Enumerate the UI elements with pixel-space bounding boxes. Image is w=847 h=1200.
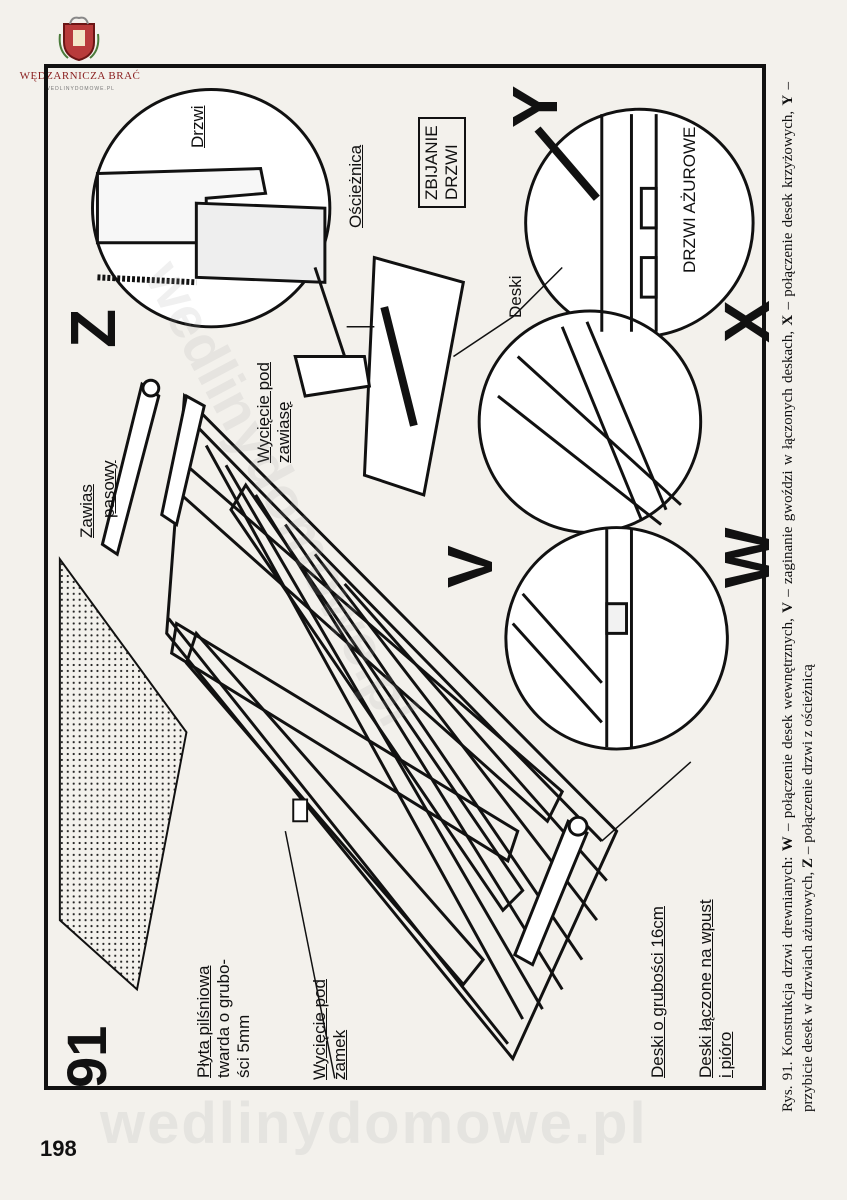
caption-prefix: Rys. 91. [780,1061,796,1112]
figure-number: 91 [55,1025,118,1088]
caption-title: Konstrukcja drzwi drewnianych: [780,856,796,1057]
door-construction-drawing [58,87,755,1079]
figure-frame: 91 Z Y X W V Drzwi Ościeżnica ZBIJANIE D… [44,64,783,1090]
detail-letter-y: Y [499,85,571,128]
strap-hinge-icon [100,378,589,967]
detail-letter-z: Z [57,308,129,348]
label-zawias-pasowy: Zawias pasowy [77,460,118,538]
bottom-watermark: wedlinydomowe.pl [100,1091,648,1156]
fibreboard-panel [58,556,188,992]
label-oscieznica: Ościeżnica [346,144,365,228]
door-slab [165,392,619,1062]
logo-name: WĘDZARNICZA BRAĆ [19,70,141,82]
detail-letter-x: X [711,300,783,343]
label-deski-grubosci: Deski o grubości 16cm [648,906,667,1078]
label-deski-laczone: Deski łączone na wpust i pióro [696,899,735,1078]
label-drzwi: Drzwi [188,105,207,149]
smokehouse-crest-icon [58,16,100,62]
label-wyciecie-zamek: Wycięcie pod zamek [310,979,349,1080]
figure-caption: Rys. 91. Konstrukcja drzwi drewnianych: … [780,81,816,1112]
detail-letter-w: W [711,527,783,588]
detail-w-circle [504,526,729,751]
label-deski: Deski [506,275,525,318]
page-number: 198 [40,1136,77,1161]
lock-cutout [292,798,309,823]
label-plyta-pilsniowa: Płyta pilśniowa twarda o grubo- ści 5mm [194,958,253,1078]
label-drzwi-azurowe: DRZWI AŻUROWE [680,126,699,273]
detail-letter-v: V [434,545,506,588]
publisher-logo: WĘDZARNICZA BRAĆ WEDLINYDOMOWE.PL [10,8,140,98]
logo-url: WEDLINYDOMOWE.PL [45,86,115,92]
label-zbijanie-drzwi: ZBIJANIE DRZWI [418,117,466,208]
